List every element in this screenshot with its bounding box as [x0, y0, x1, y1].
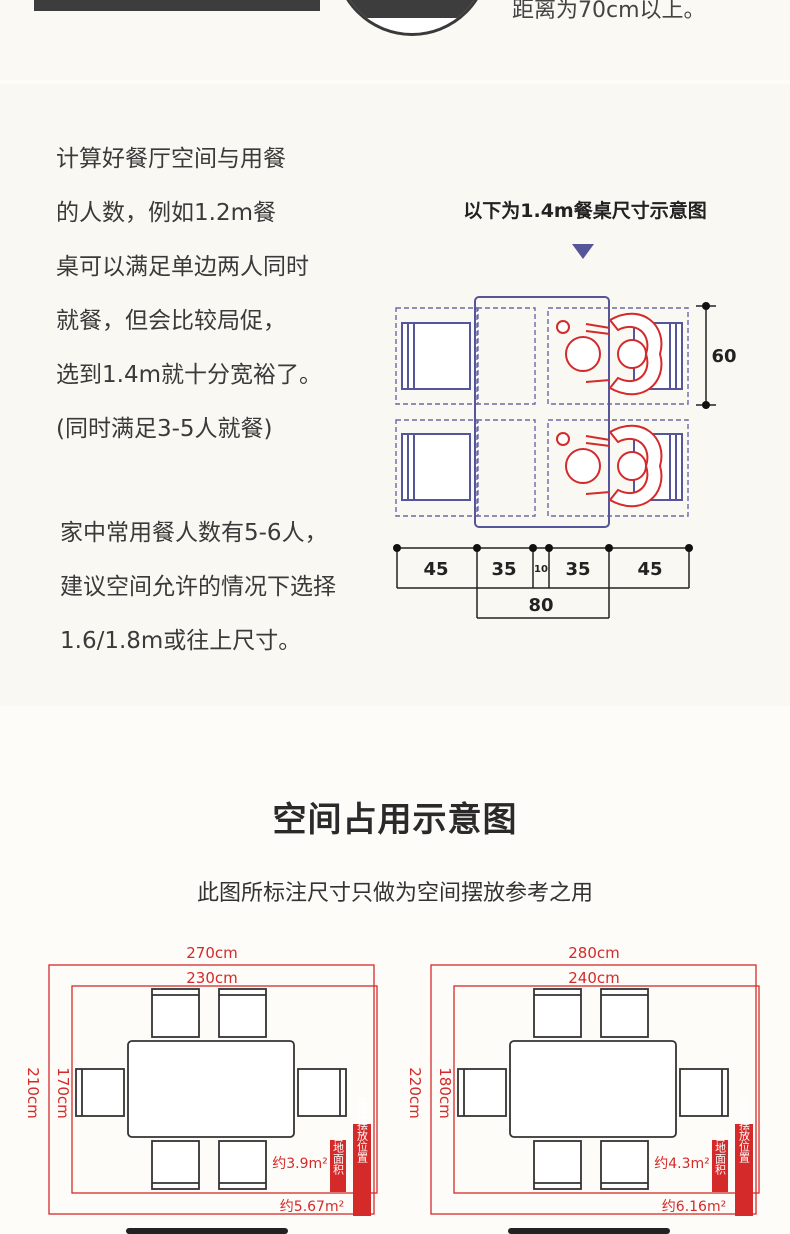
outer-height-label: 220cm: [406, 1067, 424, 1119]
inner-height-label: 180cm: [436, 1067, 454, 1119]
occupy-tag-text: 占地面积: [714, 1130, 727, 1176]
chair: [600, 988, 649, 1038]
bottom-bar: [126, 1228, 288, 1234]
chair: [218, 1140, 267, 1190]
outer-area-rect: [430, 964, 757, 1215]
top-partial-text: 距离为70cm以上。: [512, 0, 706, 23]
plate-icon: [565, 336, 601, 372]
chair: [533, 988, 582, 1038]
chair: [297, 1068, 347, 1117]
chair: [151, 988, 200, 1038]
inner-area-value: 约4.3m²: [654, 1156, 710, 1172]
table-dimension-diagram: 60 45 35 10 35 45 80: [393, 244, 737, 619]
chair: [533, 1140, 582, 1190]
outer-area-rect: [48, 964, 375, 1215]
outer-height-label: 210cm: [24, 1067, 42, 1119]
person-icon: [608, 312, 663, 396]
best-position-tag: [735, 1124, 753, 1216]
seat-zone: [395, 419, 479, 517]
bottom-bar: [508, 1228, 670, 1234]
inner-height-label: 170cm: [54, 1067, 72, 1119]
chair: [218, 988, 267, 1038]
intro-line: 计算好餐厅空间与用餐: [56, 146, 286, 172]
inner-width-label: 230cm: [186, 969, 238, 987]
inner-area-value: 约3.9m²: [272, 1156, 328, 1172]
cup-icon: [556, 320, 570, 334]
intro-section: [0, 84, 790, 706]
inner-area-rect: [71, 985, 378, 1194]
space-plan-1: 270cm 230cm 210cm 170cm 约3.9m² 约5.67m² 占…: [24, 944, 378, 1216]
seat-zone: [395, 307, 479, 405]
table-outline: [474, 296, 610, 528]
intro-line: (同时满足3-5人就餐): [56, 416, 273, 442]
section-title: 空间占用示意图: [272, 800, 518, 840]
cup-icon: [556, 432, 570, 446]
dim-label: 45: [637, 559, 662, 580]
occupy-tag: [330, 1140, 346, 1192]
outer-area-value: 约5.67m²: [280, 1199, 344, 1215]
table-zone: [476, 307, 536, 405]
outer-width-label: 280cm: [568, 944, 620, 962]
chair: [401, 433, 471, 501]
best-position-tag-text: 最佳摆放位置: [738, 1097, 751, 1163]
section-subtitle: 此图所标注尺寸只做为空间摆放参考之用: [196, 881, 593, 906]
intro-line: 桌可以满足单边两人同时: [56, 254, 309, 280]
chair: [600, 1140, 649, 1190]
intro-line: 选到1.4m就十分宽裕了。: [56, 362, 322, 388]
chair: [457, 1068, 507, 1117]
person-icon: [608, 424, 663, 508]
table-zone: [476, 419, 536, 517]
outer-area-value: 约6.16m²: [662, 1199, 726, 1215]
diagram-title: 以下为1.4m餐桌尺寸示意图: [463, 200, 707, 222]
inner-area-rect: [453, 985, 760, 1194]
chair: [401, 322, 471, 390]
intro-paragraph-1: 计算好餐厅空间与用餐 的人数，例如1.2m餐 桌可以满足单边两人同时 就餐，但会…: [56, 132, 322, 456]
chair: [151, 1140, 200, 1190]
intro-line: 1.6/1.8m或往上尺寸。: [60, 628, 302, 654]
occupy-tag: [712, 1140, 728, 1192]
person-head-icon: [617, 451, 647, 481]
down-triangle-icon: [572, 244, 594, 259]
best-position-tag: [353, 1124, 371, 1216]
dim-label: 45: [423, 559, 448, 580]
top-dark-bar: [34, 0, 320, 11]
dim-depth-label: 60: [711, 346, 736, 367]
seat-zone: [547, 419, 689, 517]
dim-label: 10: [534, 564, 548, 575]
dim-label: 35: [565, 559, 590, 580]
best-position-tag-text: 最佳摆放位置: [356, 1097, 369, 1163]
chair: [679, 1068, 729, 1117]
chair: [75, 1068, 125, 1117]
seat-zone: [547, 307, 689, 405]
intro-line: 家中常用餐人数有5-6人，: [60, 520, 328, 546]
intro-line: 建议空间允许的情况下选择: [60, 574, 336, 600]
space-plan-2: 280cm 240cm 220cm 180cm 约4.3m² 约6.16m² 占…: [406, 944, 760, 1216]
occupy-tag-text: 占地面积: [332, 1130, 345, 1176]
person-head-icon: [617, 339, 647, 369]
intro-paragraph-2: 家中常用餐人数有5-6人， 建议空间允许的情况下选择 1.6/1.8m或往上尺寸…: [60, 506, 336, 668]
inner-width-label: 240cm: [568, 969, 620, 987]
intro-line: 就餐，但会比较局促，: [56, 308, 286, 334]
plate-icon: [565, 448, 601, 484]
table: [509, 1040, 677, 1138]
outer-width-label: 270cm: [186, 944, 238, 962]
table: [127, 1040, 295, 1138]
intro-line: 的人数，例如1.2m餐: [56, 200, 276, 226]
dim-label: 35: [491, 559, 516, 580]
dim-label: 80: [528, 595, 553, 616]
